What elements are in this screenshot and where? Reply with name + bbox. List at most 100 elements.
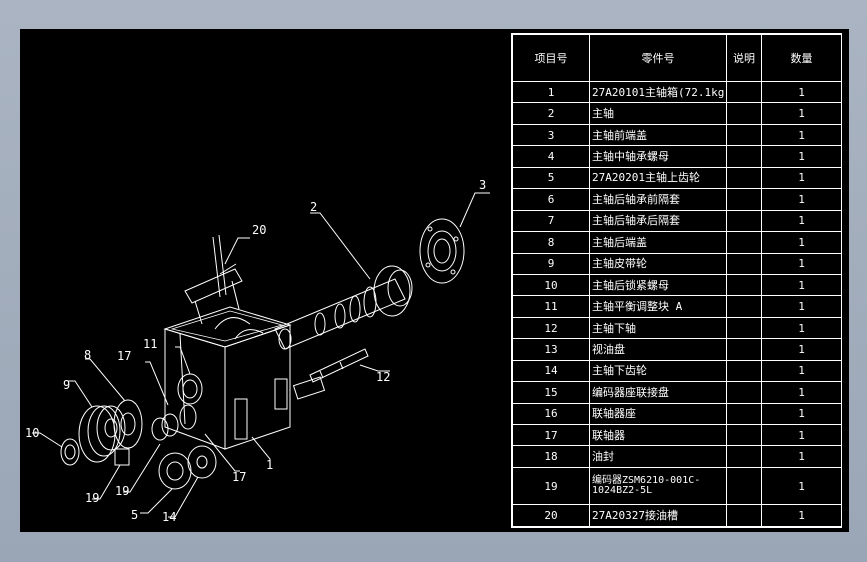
bom-part-name: 27A20327接油槽 <box>589 504 727 527</box>
bom-part-name: 主轴后锁紧螺母 <box>589 273 727 297</box>
bom-item-no: 6 <box>512 188 590 211</box>
callout-labels: 20 2 3 11 17 8 9 10 12 1 17 19 19 5 14 <box>25 178 486 524</box>
bom-quantity: 1 <box>761 166 842 190</box>
spindle-part <box>274 265 413 350</box>
bom-part-name: 联轴器座 <box>589 402 727 426</box>
bom-item-no: 12 <box>512 316 590 340</box>
bom-quantity: 1 <box>761 423 842 447</box>
front-cover-part <box>419 218 465 284</box>
bom-item-no: 1 <box>512 80 590 104</box>
header-quantity: 数量 <box>761 34 842 82</box>
bom-quantity: 1 <box>761 102 842 125</box>
bom-header-row: 项目号 零件号 说明 数量 <box>512 34 842 82</box>
bom-quantity: 1 <box>761 445 842 468</box>
bom-quantity: 1 <box>761 295 842 318</box>
bom-item-no: 7 <box>512 209 590 233</box>
bom-description <box>726 359 762 383</box>
bom-part-name: 主轴后轴承后隔套 <box>589 209 727 233</box>
bom-part-name: 主轴皮带轮 <box>589 252 727 275</box>
bom-quantity: 1 <box>761 466 842 506</box>
callout-16: 19 <box>115 484 129 498</box>
bom-part-name: 主轴 <box>589 102 727 125</box>
callout-17: 17 <box>117 349 131 363</box>
callout-10: 10 <box>25 426 39 440</box>
bom-description <box>726 316 762 340</box>
pulley-part <box>78 405 126 463</box>
bom-description <box>726 504 762 527</box>
bom-part-name: 27A20101主轴箱(72.1kg) <box>589 80 727 104</box>
callout-8: 8 <box>84 348 91 362</box>
bom-description <box>726 402 762 426</box>
bom-description <box>726 80 762 104</box>
bom-description <box>726 423 762 447</box>
bom-quantity: 1 <box>761 80 842 104</box>
bom-description <box>726 445 762 468</box>
encoder-part <box>114 448 130 466</box>
callout-3: 3 <box>479 178 486 192</box>
bom-part-name: 主轴下轴 <box>589 316 727 340</box>
bom-item-no: 8 <box>512 231 590 254</box>
bom-item-no: 10 <box>512 273 590 297</box>
bom-item-no: 19 <box>512 466 590 506</box>
bom-quantity: 1 <box>761 123 842 147</box>
header-description: 说明 <box>726 34 762 82</box>
bom-item-no: 18 <box>512 445 590 468</box>
bom-part-name: 编码器ZSM6210-001C-1024BZ2-5L <box>589 466 727 506</box>
bom-item-no: 13 <box>512 338 590 361</box>
bom-quantity: 1 <box>761 402 842 426</box>
bom-quantity: 1 <box>761 316 842 340</box>
bom-part-name: 主轴下齿轮 <box>589 359 727 383</box>
bom-item-no: 2 <box>512 102 590 125</box>
bom-item-no: 11 <box>512 295 590 318</box>
bom-description <box>726 338 762 361</box>
bom-description <box>726 123 762 147</box>
bom-part-name: 27A20201主轴上齿轮 <box>589 166 727 190</box>
bom-quantity: 1 <box>761 231 842 254</box>
bom-description <box>726 252 762 275</box>
bom-quantity: 1 <box>761 188 842 211</box>
header-part-no: 零件号 <box>589 34 727 82</box>
upper-gear-part <box>158 452 192 490</box>
bom-quantity: 1 <box>761 252 842 275</box>
bom-part-name: 联轴器 <box>589 423 727 447</box>
callout-9: 9 <box>63 378 70 392</box>
drawing-sheet: 20 2 3 11 17 8 9 10 12 1 17 19 19 5 14 项… <box>20 29 849 532</box>
bom-quantity: 1 <box>761 338 842 361</box>
bom-part-name: 主轴前端盖 <box>589 123 727 147</box>
bom-description <box>726 209 762 233</box>
bom-description <box>726 273 762 297</box>
callout-20: 20 <box>252 223 266 237</box>
callout-1: 1 <box>266 458 273 472</box>
rear-cover-part <box>113 399 143 449</box>
callout-12: 12 <box>376 370 390 384</box>
bom-description <box>726 145 762 168</box>
callout-5: 5 <box>131 508 138 522</box>
callout-14: 14 <box>162 510 176 524</box>
bom-part-name: 油封 <box>589 445 727 468</box>
bom-item-no: 20 <box>512 504 590 527</box>
bom-quantity: 1 <box>761 273 842 297</box>
bom-quantity: 1 <box>761 145 842 168</box>
callout-15: 17 <box>232 470 246 484</box>
callout-19: 19 <box>85 491 99 505</box>
bom-description <box>726 231 762 254</box>
lower-shaft-part <box>309 348 369 383</box>
